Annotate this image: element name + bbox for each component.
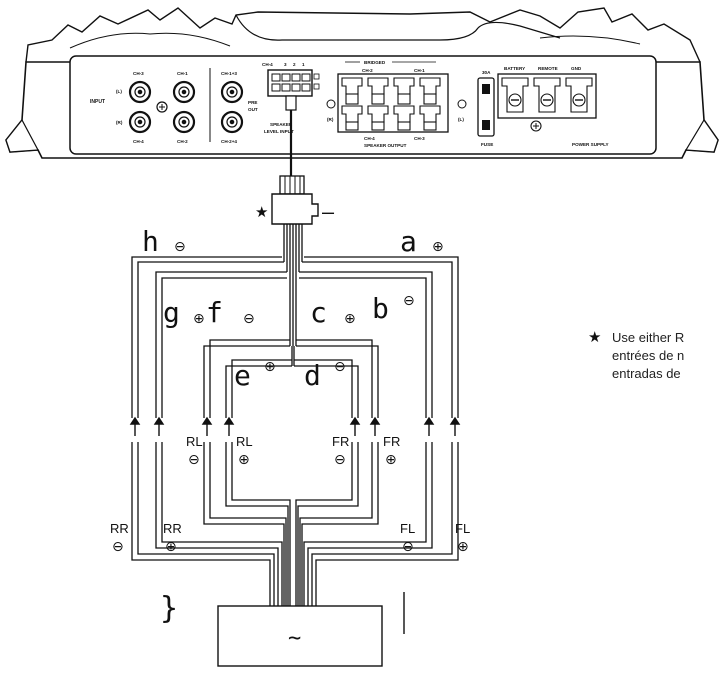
- output-terminals: [341, 77, 441, 131]
- fuse-label: FUSE: [481, 142, 493, 147]
- wire-label-d: d: [304, 359, 321, 392]
- fuse-holder: 30A FUSE: [477, 70, 495, 147]
- note-line-3: entradas de: [612, 366, 681, 381]
- sli-ch3-label: 3: [284, 62, 287, 67]
- remote-label: REMOTE: [538, 66, 558, 71]
- speaker-output-block: BRIDGED CH-2 CH-1 CH-4 CH-3 SPEAKER OUTP…: [326, 60, 467, 148]
- battery-label: BATTERY: [504, 66, 525, 71]
- output-ch1-label: CH-1: [414, 68, 425, 73]
- power-supply-block: BATTERY REMOTE GND POWER SUPPLY: [497, 66, 609, 147]
- sli-ch2-label: 2: [293, 62, 296, 67]
- wire-label-a: a: [400, 225, 417, 258]
- speaker-label-fr-minus: FR: [332, 434, 349, 449]
- rca-jacks: [128, 80, 244, 134]
- speaker-label-rl-plus: RL: [236, 434, 253, 449]
- speaker-fl-plus-polarity: ⊕: [457, 539, 469, 555]
- connector-star-icon: ★: [255, 203, 268, 221]
- amp-foot-right: [684, 118, 719, 153]
- note-star-icon: ★: [588, 328, 601, 346]
- speaker-label-rr-plus: RR: [163, 521, 182, 536]
- speaker-rl-plus-polarity: ⊕: [238, 452, 250, 468]
- speaker-fl-minus-polarity: ⊖: [402, 539, 414, 555]
- speaker-label-fl-minus: FL: [400, 521, 415, 536]
- speaker-label-rl-minus: RL: [186, 434, 203, 449]
- amp-heatsink-outline: [25, 7, 701, 63]
- sli-ch1-label: 1: [302, 62, 305, 67]
- bridged-label: BRIDGED: [364, 60, 386, 65]
- fuse-rating: 30A: [482, 70, 491, 75]
- output-ch4-label: CH-4: [364, 136, 375, 141]
- amplifier: INPUT (L) (R) CH-3 CH-1 CH-1+3 CH-4 CH-2…: [5, 7, 719, 159]
- wire-a-polarity: ⊕: [432, 239, 444, 255]
- speaker-fr-minus-polarity: ⊖: [334, 452, 346, 468]
- wire-e-polarity: ⊕: [264, 359, 276, 375]
- side-note: ★ Use either R entrées de n entradas de: [588, 328, 684, 381]
- wire-bundle: [131, 224, 459, 418]
- speaker-label-rr-minus: RR: [110, 521, 129, 536]
- panel-screw-input: [156, 101, 168, 113]
- note-line-2: entrées de n: [612, 348, 684, 363]
- input-label: INPUT: [90, 99, 105, 105]
- wire-b-polarity: ⊖: [403, 293, 415, 309]
- speaker-rr-plus-polarity: ⊕: [165, 539, 177, 555]
- speaker-rr-minus-polarity: ⊖: [112, 539, 124, 555]
- rca-label-ch1-3: CH-1+3: [221, 71, 237, 76]
- output-left-label: (L): [458, 117, 464, 122]
- output-right-label: (R): [327, 117, 334, 122]
- sli-ch4-label: CH-4: [262, 62, 273, 67]
- connector-dash: –: [322, 200, 335, 224]
- wire-label-b: b: [372, 292, 389, 325]
- head-unit-symbol: ~: [288, 626, 301, 651]
- head-unit-box: [217, 605, 383, 667]
- pre-out-label-1: PRE: [248, 100, 257, 105]
- wire-label-c: c: [310, 296, 327, 329]
- amp-foot-left: [5, 118, 39, 153]
- wire-g-polarity: ⊕: [193, 311, 205, 327]
- wire-d-polarity: ⊖: [334, 359, 346, 375]
- note-line-1: Use either R: [612, 330, 684, 345]
- speaker-label-fl-plus: FL: [455, 521, 470, 536]
- rca-label-ch2: CH-2: [177, 139, 188, 144]
- bottom-brace: }: [160, 591, 178, 626]
- wire-label-f: f: [206, 296, 223, 329]
- speaker-level-input-socket: CH-4 3 2 1 SPEAKER LEVEL INPUT: [262, 62, 320, 134]
- input-right-label: (R): [116, 120, 123, 125]
- wire-label-h: h: [142, 225, 159, 258]
- rca-label-ch1: CH-1: [177, 71, 188, 76]
- sli-label-1: SPEAKER: [270, 122, 293, 127]
- wire-h-polarity: ⊖: [174, 239, 186, 255]
- wire-label-g: g: [163, 296, 180, 329]
- speaker-rl-minus-polarity: ⊖: [188, 452, 200, 468]
- speaker-label-fr-plus: FR: [383, 434, 400, 449]
- gnd-label: GND: [571, 66, 582, 71]
- lower-wires: [131, 442, 459, 606]
- output-ch3-label: CH-3: [414, 136, 425, 141]
- rca-label-ch2-4: CH-2+4: [221, 139, 237, 144]
- speaker-output-label: SPEAKER OUTPUT: [364, 143, 407, 148]
- rca-label-ch4: CH-4: [133, 139, 144, 144]
- wire-f-polarity: ⊖: [243, 311, 255, 327]
- output-ch2-label: CH-2: [362, 68, 373, 73]
- rca-label-ch3: CH-3: [133, 71, 144, 76]
- input-left-label: (L): [116, 89, 122, 94]
- wire-c-polarity: ⊕: [344, 311, 356, 327]
- power-supply-label: POWER SUPPLY: [572, 142, 609, 147]
- amp-top-ridge-2: [69, 32, 641, 49]
- sli-label-2: LEVEL INPUT: [264, 129, 294, 134]
- wire-arrows: [129, 416, 461, 436]
- amp-top-ridge: [235, 14, 561, 41]
- wire-label-e: e: [234, 359, 251, 392]
- speaker-fr-plus-polarity: ⊕: [385, 452, 397, 468]
- harness-plug: ★ –: [255, 110, 335, 225]
- pre-out-label-2: OUT: [248, 107, 258, 112]
